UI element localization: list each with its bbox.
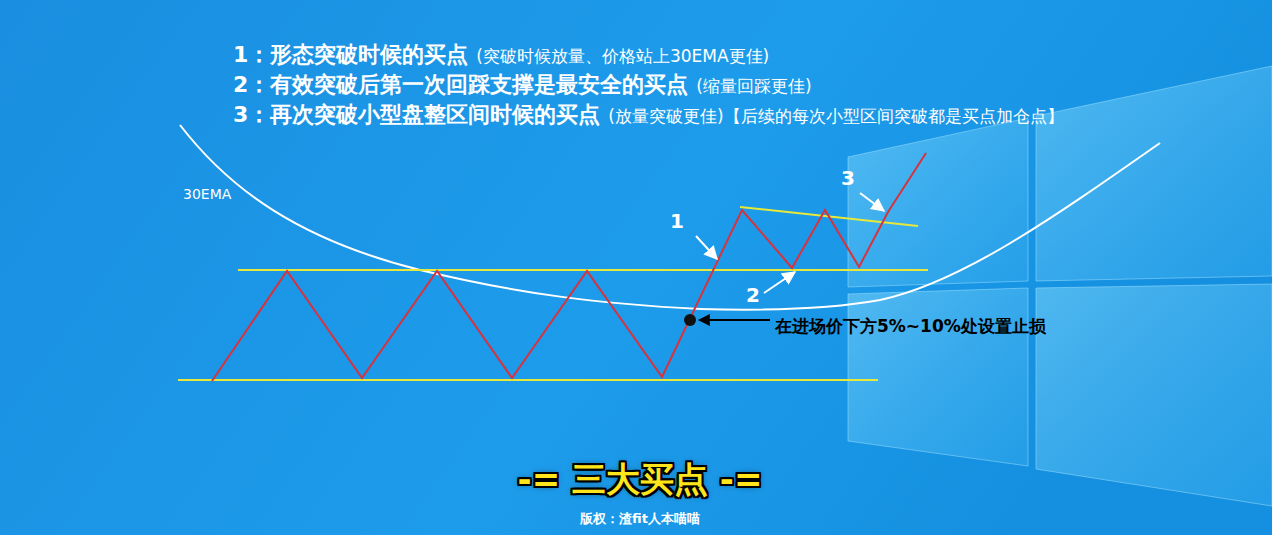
rule-note: (突破时候放量、价格站上30EMA更佳) — [476, 47, 769, 67]
stop-leader — [699, 319, 770, 321]
ema-curve — [180, 125, 1160, 310]
window-logo — [848, 66, 1272, 506]
stop-dot — [684, 314, 696, 326]
callout-number: 2 — [746, 284, 760, 307]
rule-note: (缩量回踩更佳) — [696, 77, 811, 97]
callout-arrows — [696, 193, 884, 293]
rule-heading: 3：再次突破小型盘整区间时候的买点 — [233, 102, 600, 127]
rule-heading: 1：形态突破时候的买点 — [233, 42, 468, 67]
rule-note: (放量突破更佳)【后续的每次小型区间突破都是买点加仓点】 — [608, 107, 1063, 127]
stop-loss-note: 在进场价下方5%~10%处设置止损 — [775, 318, 1046, 335]
price-zigzag — [212, 153, 926, 381]
callout-number: 3 — [841, 167, 855, 190]
support-lines — [178, 207, 928, 380]
caption-banner: -= 三大买点 -= — [518, 460, 763, 499]
rule-heading: 2：有效突破后第一次回踩支撑是最安全的买点 — [233, 72, 688, 97]
ema-label: 30EMA — [183, 186, 231, 202]
copyright-watermark: 版权：渣fit人本喵喵 — [580, 512, 700, 527]
callout-number: 1 — [670, 210, 684, 233]
